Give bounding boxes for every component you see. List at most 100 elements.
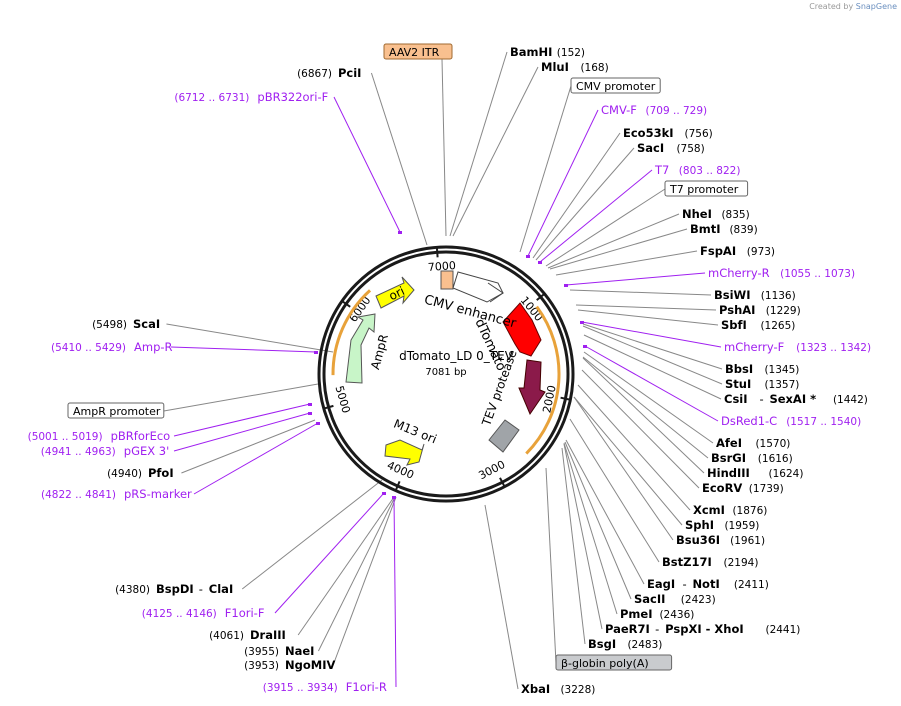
site-label-sphi[interactable]: SphI(1959) — [685, 518, 759, 532]
site-label-bstz17i[interactable]: BstZ17I(2194) — [662, 555, 758, 569]
site-label-hindiii[interactable]: HindIII(1624) — [707, 466, 803, 480]
site-name: AfeI — [716, 436, 742, 450]
site-position: (1055 .. 1073) — [780, 268, 855, 280]
site-label-bamhi[interactable]: BamHI(152) — [510, 45, 585, 59]
feature-label: AmpR — [368, 333, 391, 371]
site-label-mlui[interactable]: MluI(168) — [541, 60, 609, 74]
site-label-bsrgi[interactable]: BsrGI(1616) — [711, 451, 793, 465]
site-name: PshAI — [719, 303, 755, 317]
site-label-bsgi[interactable]: BsgI(2483) — [588, 637, 662, 651]
site-label-draiii[interactable]: (4061)DraIII — [209, 628, 286, 642]
site-position: (1624) — [769, 468, 804, 480]
site-label-pshai[interactable]: PshAI(1229) — [719, 303, 801, 317]
site-label-ampr-primer[interactable]: (5410 .. 5429)Amp-R — [51, 340, 173, 354]
site-label-mcherryf[interactable]: mCherry-F(1323 .. 1342) — [724, 340, 871, 354]
site-label-saci[interactable]: SacI(758) — [637, 141, 705, 155]
site-label-pcii[interactable]: (6867)PciI — [297, 66, 361, 80]
site-label-csii[interactable]: CsiI-SexAI *(1442) — [724, 392, 868, 406]
site-name: StuI — [725, 377, 751, 391]
feature-name: T7 promoter — [669, 183, 739, 196]
site-position: (1570) — [755, 438, 790, 450]
site-label-ampr-prom[interactable]: AmpR promoter — [67, 402, 165, 419]
primer-mark — [382, 492, 386, 495]
site-name: BsrGI — [711, 451, 746, 465]
site-name: BstZ17I — [662, 555, 712, 569]
site-label-bglob[interactable]: β-globin poly(A) — [555, 654, 673, 671]
site-position: (4940) — [107, 468, 142, 480]
site-label-mcherryr[interactable]: mCherry-R (1055 .. 1073) — [708, 266, 855, 280]
site-label-prs[interactable]: (4822 .. 4841)pRS-marker — [41, 487, 192, 501]
site-label-ngomiv[interactable]: (3953)NgoMIV — [244, 658, 335, 672]
site-label-paer7i[interactable]: PaeR7I-PspXI - XhoI(2441) — [605, 622, 800, 636]
leader-line — [193, 422, 319, 495]
site-label-xbai[interactable]: XbaI(3228) — [521, 682, 595, 696]
site-name: BmtI — [690, 222, 721, 236]
ring-tick — [394, 481, 401, 491]
leader-line — [565, 272, 706, 286]
leader-line — [274, 492, 385, 614]
site-label-t7[interactable]: T7(803 .. 822) — [654, 163, 740, 177]
site-label-bspdi[interactable]: (4380)BspDI-ClaI — [115, 582, 233, 596]
site-label-eco53ki[interactable]: Eco53kI(756) — [623, 126, 713, 140]
leader-line — [484, 504, 519, 690]
leader-line — [547, 213, 680, 269]
site-label-scai[interactable]: (5498)ScaI — [92, 317, 160, 331]
leader-line — [181, 419, 316, 474]
leader-line — [317, 496, 396, 652]
site-label-pgex3[interactable]: (4941 .. 4963)pGEX 3' — [41, 444, 170, 458]
site-name: mCherry-R — [708, 266, 770, 280]
site-position: (1265) — [760, 320, 795, 332]
site-label-aav2-itr[interactable]: AAV2 ITR — [383, 43, 453, 60]
site-position: (1959) — [724, 520, 759, 532]
site-label-f1orif[interactable]: (4125 .. 4146)F1ori-F — [142, 606, 265, 620]
site-name: PfoI — [148, 466, 174, 480]
site-name: BamHI — [510, 45, 552, 59]
leader-line — [581, 369, 700, 489]
site-name: pBR322ori-F — [257, 90, 328, 104]
leader-line — [573, 396, 683, 526]
site-label-f1orir[interactable]: (3915 .. 3934)F1ori-R — [263, 680, 387, 694]
feature-name: AAV2 ITR — [389, 46, 440, 59]
site-label-bbsi[interactable]: BbsI(1345) — [725, 362, 799, 376]
site-label-pmei[interactable]: PmeI(2436) — [620, 607, 694, 621]
site-label-bsiwi[interactable]: BsiWI(1136) — [714, 288, 796, 302]
cmv-promoter-feature — [487, 282, 504, 303]
plasmid-length: 7081 bp — [425, 367, 466, 378]
site-label-sacii[interactable]: SacII(2423) — [634, 592, 716, 606]
leader-line — [582, 356, 709, 459]
site-label-afei[interactable]: AfeI (1570) — [716, 436, 790, 450]
leader-line — [241, 479, 383, 590]
site-label-t7prom[interactable]: T7 promoter — [664, 180, 749, 197]
site-label-dsred[interactable]: DsRed1-C(1517 .. 1540) — [721, 414, 861, 428]
site-position: (1961) — [730, 535, 765, 547]
site-label-nhei[interactable]: NheI(835) — [682, 207, 750, 221]
site-label-fspai[interactable]: FspAI(973) — [700, 244, 775, 258]
primer-mark — [392, 496, 396, 499]
site-label-pfoi[interactable]: (4940) PfoI — [107, 466, 174, 480]
site-label-eagi[interactable]: EagI-NotI(2411) — [647, 577, 769, 591]
site-name: BbsI — [725, 362, 753, 376]
feature-box — [67, 402, 165, 419]
site-label-naei[interactable]: (3955)NaeI — [244, 644, 314, 658]
site-position: (758) — [676, 143, 704, 155]
site-label-ecorv[interactable]: EcoRV(1739) — [702, 481, 784, 495]
site-label-bsu36i[interactable]: Bsu36I(1961) — [676, 533, 765, 547]
site-position: (2423) — [681, 594, 716, 606]
site-name-alt: NotI — [692, 577, 719, 591]
site-position: (2441) — [765, 624, 800, 636]
site-name: EcoRV — [702, 481, 742, 495]
site-label-sbfi[interactable]: SbfI(1265) — [721, 318, 795, 332]
site-label-cmvprom[interactable]: CMV promoter — [570, 77, 661, 94]
leader-line — [582, 357, 705, 474]
site-position: (2483) — [627, 639, 662, 651]
site-label-stui[interactable]: StuI(1357) — [725, 377, 799, 391]
site-label-pbrforeco[interactable]: (5001 .. 5019)pBRforEco — [28, 429, 171, 443]
leader-line — [173, 412, 311, 452]
primer-mark — [538, 261, 542, 264]
site-label-pbr322[interactable]: (6712 .. 6731)pBR322ori-F — [174, 90, 328, 104]
label-text: - — [759, 392, 763, 406]
credit-prefix: Created by — [809, 2, 854, 11]
site-label-cmvf[interactable]: CMV-F(709 .. 729) — [601, 103, 707, 117]
site-label-bmti[interactable]: BmtI(839) — [690, 222, 758, 236]
site-label-xcmi[interactable]: XcmI(1876) — [693, 503, 767, 517]
